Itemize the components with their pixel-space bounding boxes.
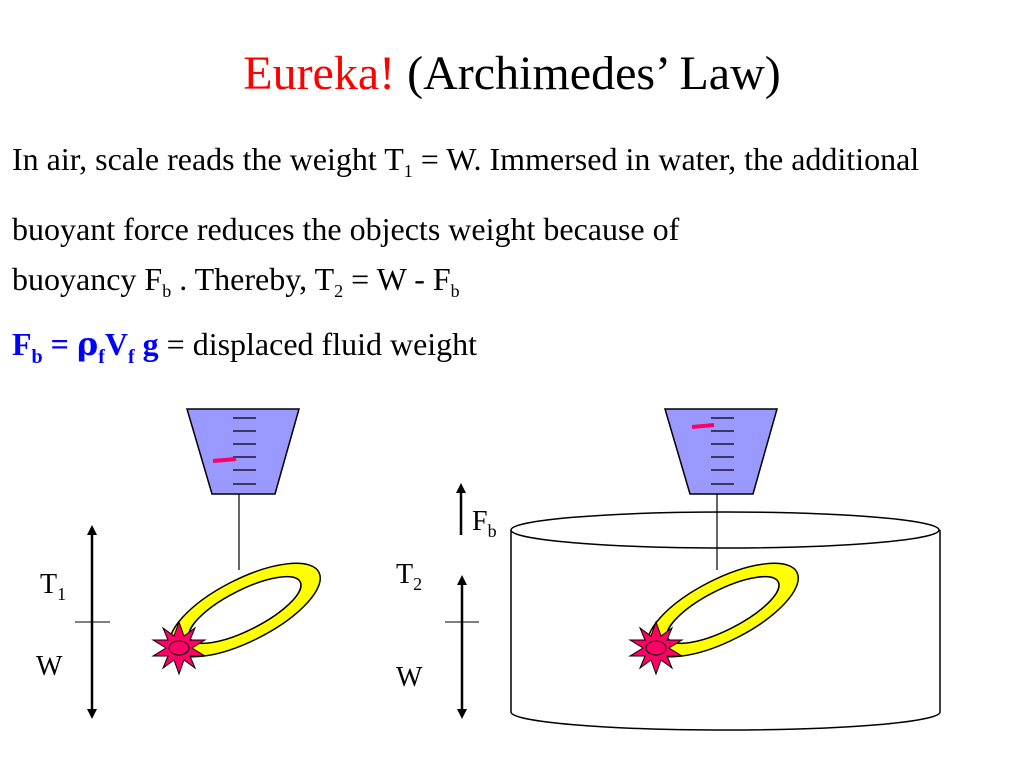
- slide-title: Eureka! (Archimedes’ Law): [0, 42, 1024, 106]
- scale-ticks-left: [233, 417, 256, 485]
- water-tank-rim: [510, 511, 940, 549]
- label-t1-sub: 1: [57, 584, 67, 604]
- spring-scale-right-icon: [663, 408, 778, 495]
- formula-v-sub: f: [127, 346, 135, 368]
- p2-text-c: = W - F: [343, 261, 451, 297]
- formula-g: g: [134, 326, 159, 362]
- paragraph-2: buoyancy Fb . Thereby, T2 = W - Fb: [12, 262, 1016, 308]
- slide-body: In air, scale reads the weight T1 = W. I…: [12, 130, 1016, 377]
- label-t2-text: T: [396, 559, 414, 590]
- scale-ticks-right: [711, 417, 734, 485]
- formula-f: F: [12, 326, 32, 362]
- label-t1: T1: [40, 570, 66, 609]
- p1-text-a: In air, scale reads the weight T: [12, 141, 404, 177]
- scale-pointer-right: [691, 423, 715, 429]
- spring-scale-left-icon: [185, 408, 300, 495]
- formula-v: V: [104, 326, 128, 362]
- star-left-icon: [151, 620, 207, 676]
- formula-equals: =: [42, 326, 77, 362]
- right-setup: [445, 408, 941, 731]
- p2-sub-b: 2: [334, 281, 344, 301]
- p1-subscript: 1: [403, 161, 413, 181]
- label-w-right: W: [396, 662, 423, 693]
- star-right-icon: [628, 620, 684, 676]
- label-t2-sub: 2: [413, 574, 423, 594]
- title-rest: (Archimedes’ Law): [395, 47, 781, 100]
- buoyancy-formula: Fb = ρfVf g = displaced fluid weight: [12, 324, 1016, 377]
- label-fb: Fb: [472, 507, 497, 546]
- p2-text-a: buoyancy F: [12, 261, 163, 297]
- scale-pointer-left: [212, 457, 237, 463]
- p2-sub-a: b: [162, 281, 172, 301]
- formula-rho-sub: f: [98, 346, 105, 368]
- water-tank-body: [510, 530, 941, 731]
- label-fb-sub: b: [487, 521, 497, 541]
- label-fb-text: F: [472, 506, 488, 537]
- left-setup: [75, 408, 322, 719]
- label-t2: T2: [396, 560, 422, 599]
- p2-sub-c: b: [450, 281, 460, 301]
- title-accent: Eureka!: [243, 47, 396, 100]
- formula-rho: ρ: [76, 325, 99, 363]
- paragraph-1: In air, scale reads the weight T1 = W. I…: [12, 130, 1016, 258]
- formula-f-sub: b: [31, 346, 43, 368]
- p2-text-b: . Thereby, T: [171, 261, 335, 297]
- p1-text-b: = W. Immersed in water, the additional b…: [12, 141, 920, 247]
- label-w-left: W: [36, 651, 63, 682]
- label-t1-text: T: [40, 569, 58, 600]
- formula-rest: = displaced fluid weight: [158, 326, 478, 362]
